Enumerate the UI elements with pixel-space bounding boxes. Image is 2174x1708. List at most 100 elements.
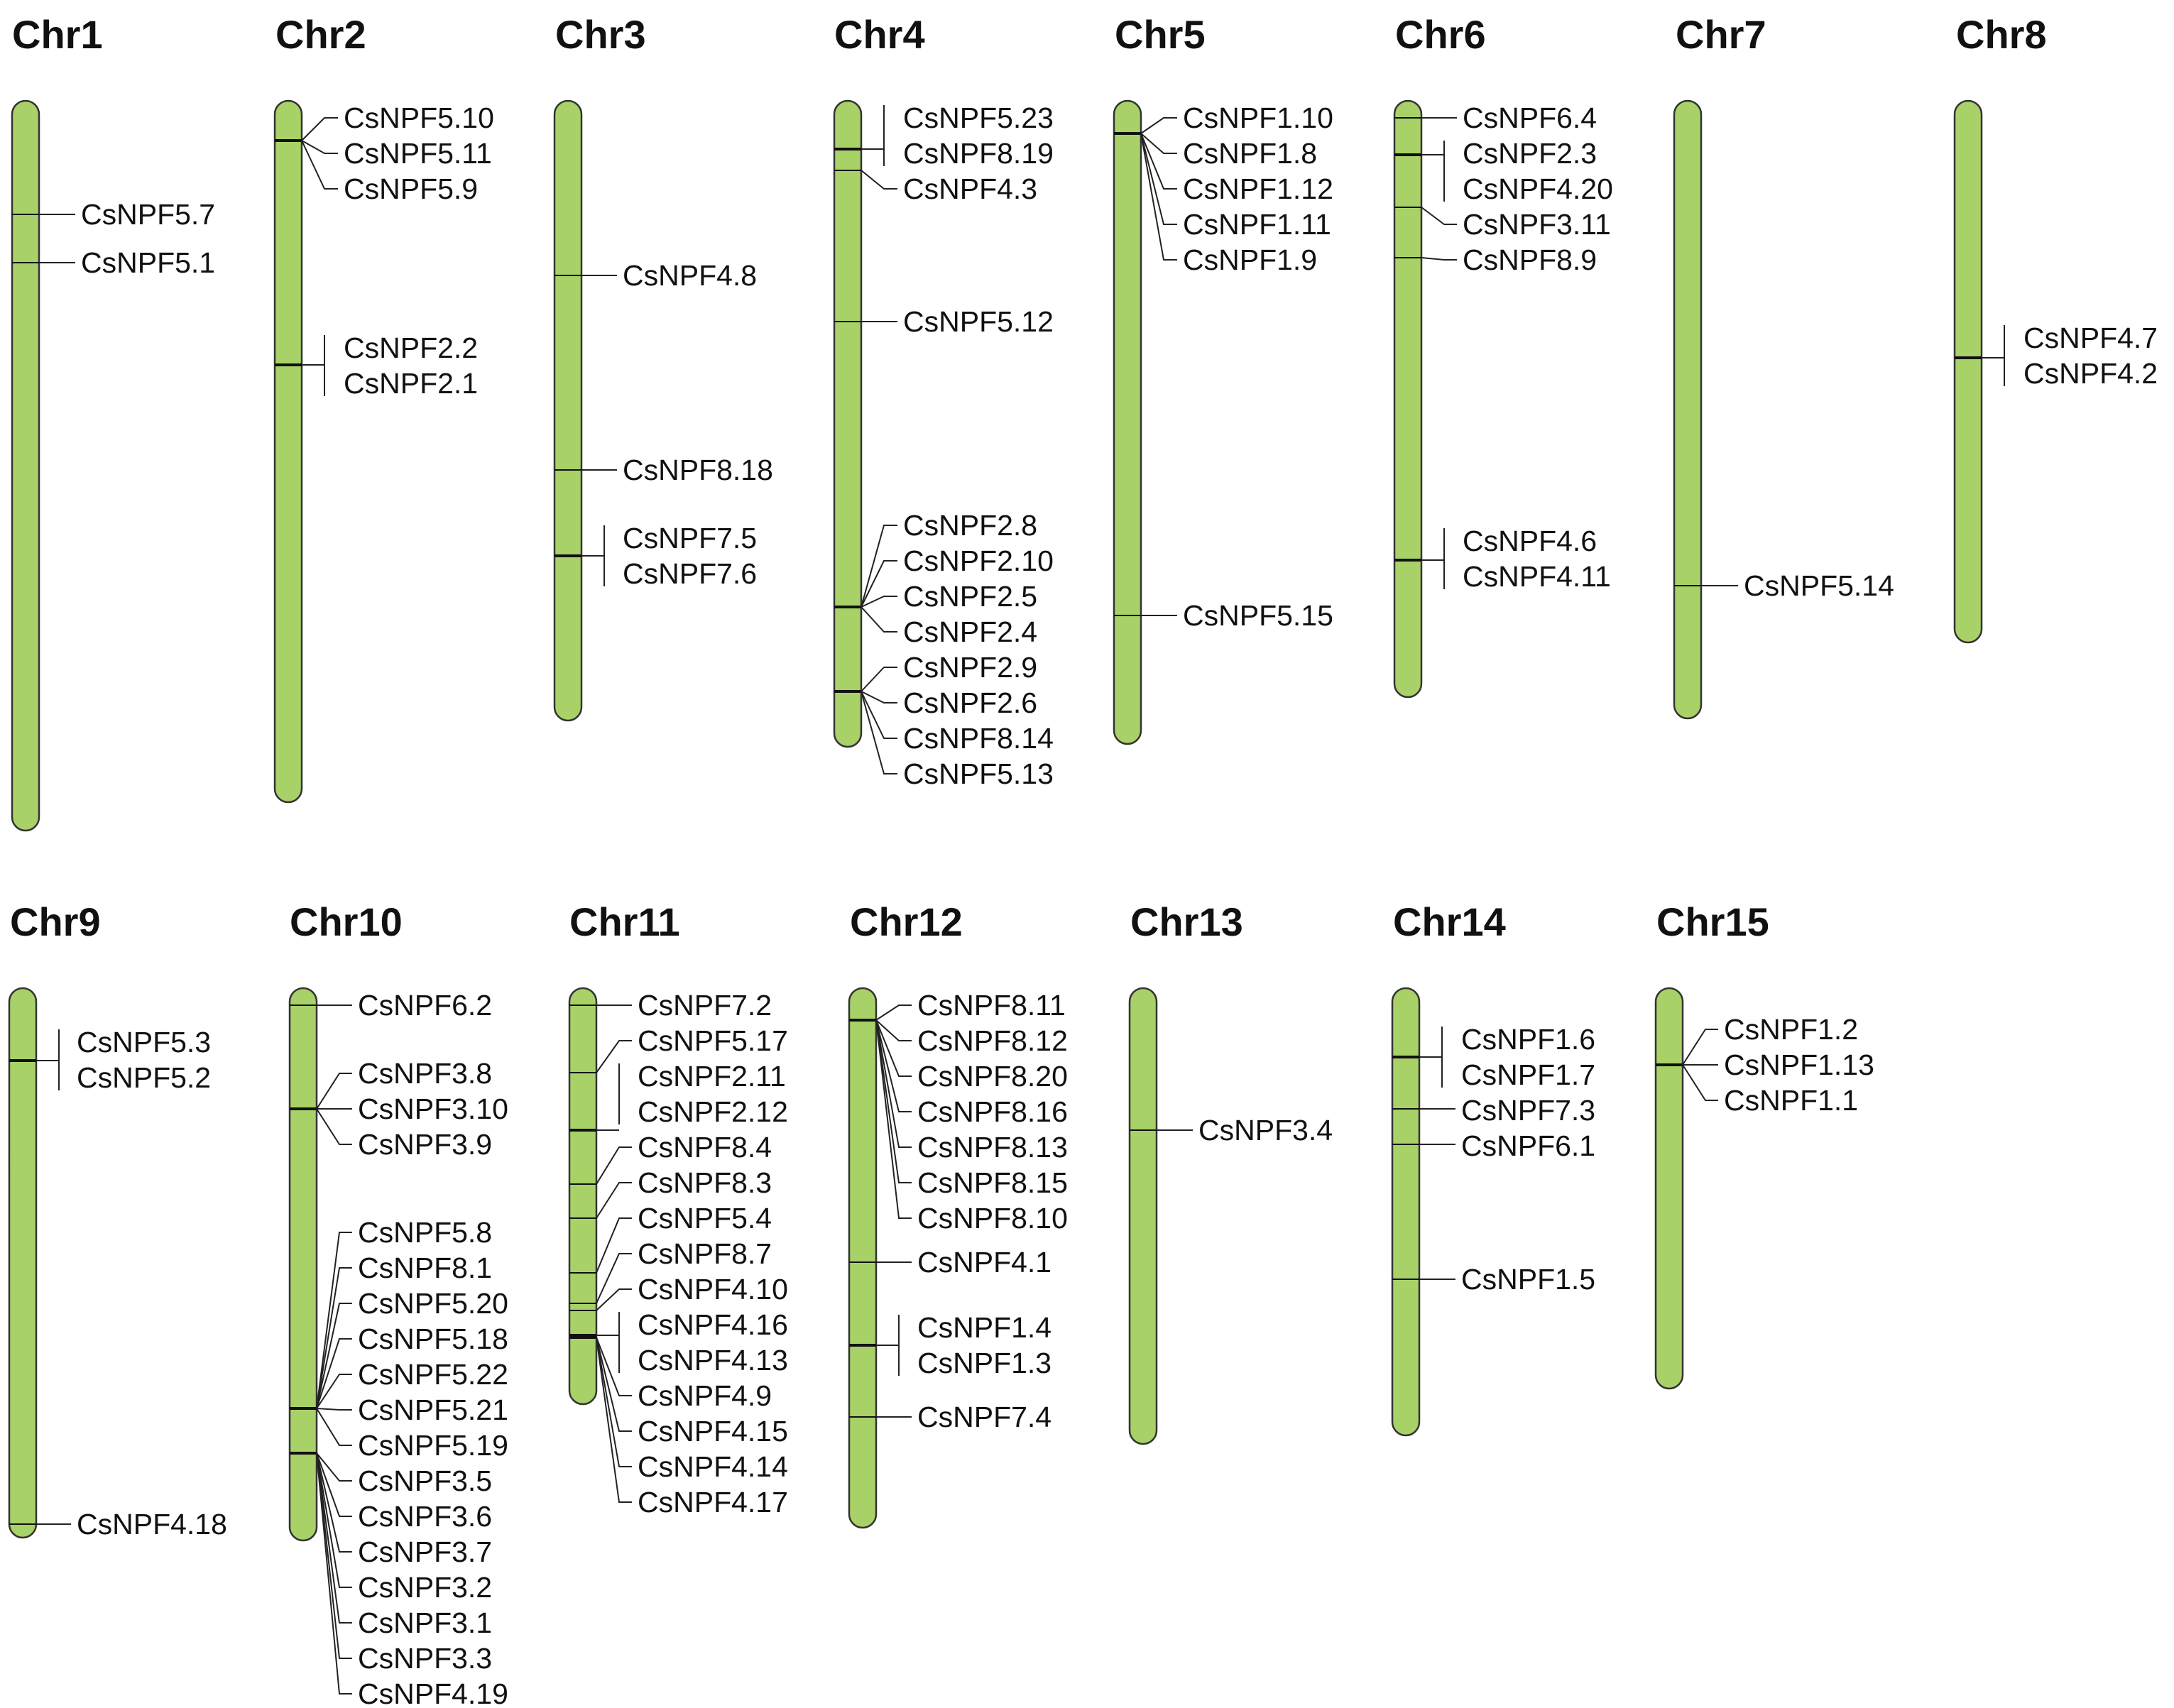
gene-label-csnpf7-5: CsNPF7.5 — [623, 522, 757, 554]
leader-line — [861, 525, 897, 608]
leader-line — [316, 1452, 352, 1624]
leader-line — [596, 1337, 632, 1503]
gene-label-csnpf1-9: CsNPF1.9 — [1183, 243, 1317, 276]
gene-label-csnpf8-15: CsNPF8.15 — [917, 1166, 1068, 1199]
chromosome-bar — [1128, 987, 1158, 1445]
gene-label-csnpf8-10: CsNPF8.10 — [917, 1202, 1068, 1235]
chromosome-bar — [1391, 987, 1421, 1437]
chromosome-title: Chr6 — [1395, 12, 1486, 57]
gene-label-csnpf2-11: CsNPF2.11 — [638, 1060, 786, 1093]
gene-label-csnpf2-1: CsNPF2.1 — [344, 367, 478, 400]
leader-line — [316, 1452, 352, 1588]
gene-label-csnpf1-5: CsNPF1.5 — [1461, 1263, 1595, 1296]
gene-label-csnpf4-8: CsNPF4.8 — [623, 259, 757, 292]
chromosome-bar — [833, 99, 863, 748]
gene-label-csnpf1-10: CsNPF1.10 — [1183, 102, 1333, 134]
chromosome-title: Chr11 — [569, 899, 680, 944]
gene-label-csnpf4-13: CsNPF4.13 — [638, 1344, 788, 1376]
chromosome-title: Chr3 — [555, 12, 646, 57]
gene-label-csnpf6-1: CsNPF6.1 — [1461, 1129, 1595, 1162]
gene-label-csnpf5-22: CsNPF5.22 — [358, 1358, 508, 1391]
gene-label-csnpf7-6: CsNPF7.6 — [623, 557, 757, 590]
leader-line — [861, 691, 897, 774]
gene-label-csnpf3-2: CsNPF3.2 — [358, 1571, 492, 1604]
gene-label-csnpf4-20: CsNPF4.20 — [1463, 173, 1613, 205]
gene-label-csnpf4-2: CsNPF4.2 — [2023, 357, 2158, 390]
gene-label-csnpf3-7: CsNPF3.7 — [358, 1535, 492, 1568]
gene-label-csnpf8-16: CsNPF8.16 — [917, 1095, 1068, 1128]
gene-label-csnpf5-15: CsNPF5.15 — [1183, 599, 1333, 632]
chromosome-title: Chr1 — [12, 12, 103, 57]
leader-line — [301, 117, 338, 141]
leader-line — [861, 560, 897, 608]
leader-line — [875, 1019, 912, 1077]
gene-label-csnpf3-1: CsNPF3.1 — [358, 1606, 492, 1639]
chromosome-chr6: Chr6CsNPF6.4CsNPF2.3CsNPF4.20CsNPF3.11Cs… — [1393, 12, 1613, 699]
chromosome-bar — [273, 99, 303, 804]
gene-label-csnpf3-5: CsNPF3.5 — [358, 1465, 492, 1497]
gene-label-csnpf5-7: CsNPF5.7 — [81, 198, 215, 231]
gene-label-csnpf5-12: CsNPF5.12 — [903, 305, 1054, 338]
chromosome-chr11: Chr11CsNPF7.2CsNPF5.17CsNPF2.11CsNPF2.12… — [568, 899, 788, 1518]
leader-line — [1421, 257, 1457, 261]
gene-label-csnpf1-7: CsNPF1.7 — [1461, 1058, 1595, 1091]
gene-label-csnpf1-3: CsNPF1.3 — [917, 1347, 1052, 1379]
chromosome-bar — [8, 987, 38, 1539]
gene-label-csnpf4-9: CsNPF4.9 — [638, 1379, 772, 1412]
gene-label-csnpf5-19: CsNPF5.19 — [358, 1429, 508, 1462]
gene-label-csnpf2-6: CsNPF2.6 — [903, 686, 1037, 719]
gene-label-csnpf8-9: CsNPF8.9 — [1463, 243, 1597, 276]
chromosome-bar — [553, 99, 583, 722]
leader-line — [316, 1073, 352, 1110]
leader-line — [875, 1019, 912, 1148]
gene-label-csnpf5-4: CsNPF5.4 — [638, 1202, 772, 1235]
leader-line — [861, 170, 897, 190]
gene-label-csnpf7-3: CsNPF7.3 — [1461, 1094, 1595, 1127]
leader-line — [1421, 207, 1457, 225]
gene-label-csnpf8-20: CsNPF8.20 — [917, 1060, 1068, 1093]
leader-line — [301, 140, 338, 190]
leader-line — [1140, 133, 1177, 225]
chromosome-chr12: Chr12CsNPF8.11CsNPF8.12CsNPF8.20CsNPF8.1… — [848, 899, 1068, 1529]
gene-label-csnpf4-7: CsNPF4.7 — [2023, 322, 2158, 354]
gene-label-csnpf5-3: CsNPF5.3 — [77, 1026, 211, 1058]
chromosome-bar — [1113, 99, 1142, 745]
gene-label-csnpf4-6: CsNPF4.6 — [1463, 525, 1597, 557]
gene-label-csnpf2-9: CsNPF2.9 — [903, 651, 1037, 684]
chromosome-bar — [1393, 99, 1423, 699]
gene-label-csnpf3-3: CsNPF3.3 — [358, 1642, 492, 1675]
leader-line — [1682, 1064, 1718, 1101]
chromosome-title: Chr14 — [1393, 899, 1506, 944]
leader-line — [316, 1232, 352, 1409]
gene-label-csnpf2-8: CsNPF2.8 — [903, 509, 1037, 542]
chromosome-bar — [1673, 99, 1703, 720]
leader-line — [1682, 1029, 1718, 1066]
gene-label-csnpf8-3: CsNPF8.3 — [638, 1166, 772, 1199]
chromosome-title: Chr8 — [1956, 12, 2047, 57]
leader-line — [316, 1267, 352, 1409]
leader-line — [316, 1303, 352, 1409]
gene-label-csnpf6-4: CsNPF6.4 — [1463, 102, 1597, 134]
gene-label-csnpf8-18: CsNPF8.18 — [623, 454, 773, 486]
gene-label-csnpf4-14: CsNPF4.14 — [638, 1450, 788, 1483]
chromosome-bar — [848, 987, 878, 1529]
gene-label-csnpf4-3: CsNPF4.3 — [903, 173, 1037, 205]
chromosome-bar — [1654, 987, 1684, 1390]
gene-label-csnpf3-10: CsNPF3.10 — [358, 1093, 508, 1125]
gene-label-csnpf4-18: CsNPF4.18 — [77, 1508, 227, 1540]
chromosome-chr5: Chr5CsNPF1.10CsNPF1.8CsNPF1.12CsNPF1.11C… — [1113, 12, 1333, 745]
gene-label-csnpf3-8: CsNPF3.8 — [358, 1057, 492, 1090]
chromosome-title: Chr9 — [10, 899, 101, 944]
leader-line — [316, 1108, 352, 1145]
gene-label-csnpf4-1: CsNPF4.1 — [917, 1246, 1052, 1279]
chromosome-title: Chr12 — [850, 899, 963, 944]
gene-label-csnpf5-13: CsNPF5.13 — [903, 757, 1054, 790]
leader-line — [1140, 133, 1177, 190]
leader-line — [1140, 133, 1177, 261]
